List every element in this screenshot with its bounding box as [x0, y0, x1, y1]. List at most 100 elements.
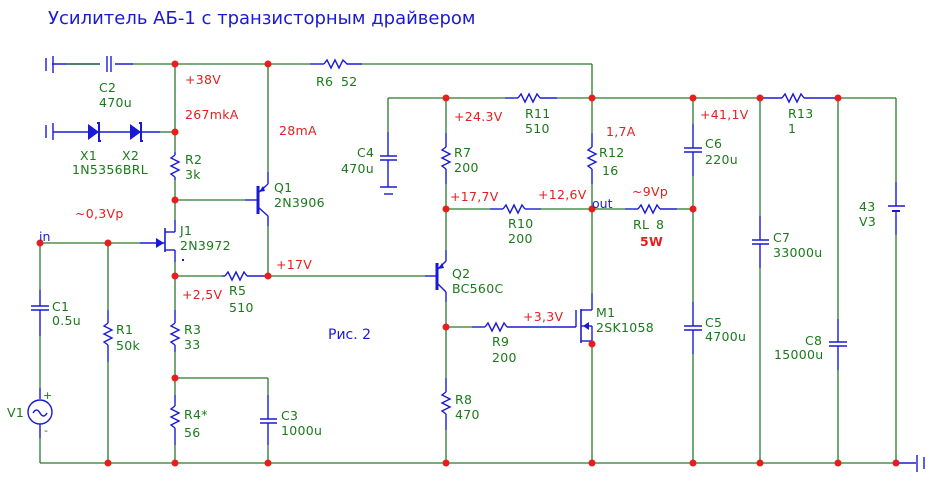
- annotation-v12-6: +12,6V: [538, 187, 587, 202]
- junction: [171, 459, 179, 467]
- r5-ref: R5: [229, 283, 247, 298]
- junction: [689, 94, 697, 102]
- junction: [756, 459, 764, 467]
- zener-model: 1N5356BRL: [72, 162, 149, 177]
- junction: [834, 94, 842, 102]
- junction: [588, 340, 596, 348]
- mosfet-m1: [575, 293, 593, 344]
- j1-value: 2N3972: [180, 238, 231, 253]
- junction: [171, 272, 179, 280]
- junction: [756, 94, 764, 102]
- c6-value: 220u: [705, 152, 738, 167]
- annotation-v38: +38V: [185, 72, 222, 87]
- r12-ref: R12: [599, 145, 625, 160]
- r6-ref: R6: [316, 74, 334, 89]
- rl-value: 8: [656, 217, 665, 232]
- resistor-r9: [472, 321, 576, 333]
- junction: [264, 459, 272, 467]
- resistor-r8: [440, 378, 452, 430]
- capacitor-c6: [684, 124, 702, 176]
- annotation-vin-amplitude: ~0,3Vp: [75, 206, 124, 221]
- junction: [104, 239, 112, 247]
- annotation-vout-amplitude: ~9Vp: [632, 184, 669, 199]
- resistor-r2: [169, 152, 181, 180]
- c8-value: 15000u: [774, 347, 824, 362]
- resistor-rl: [625, 203, 677, 215]
- x2-ref: X2: [122, 148, 140, 163]
- junction: [588, 94, 596, 102]
- c8-ref: C8: [805, 333, 823, 348]
- capacitor-c7: [752, 216, 769, 268]
- r11-ref: R11: [525, 106, 551, 121]
- capacitor-c4: [380, 132, 397, 195]
- resistor-r1: [102, 310, 114, 362]
- resistor-r3: [169, 310, 181, 352]
- r1-ref: R1: [116, 322, 134, 337]
- figure-caption: Рис. 2: [328, 327, 372, 343]
- capacitor-c2: [106, 56, 112, 72]
- r2-value: 3k: [185, 167, 201, 182]
- junction: [892, 459, 900, 467]
- v1-ref: V1: [7, 405, 25, 420]
- j1-ref: J1: [180, 223, 193, 238]
- annotation-power: 5W: [640, 234, 664, 249]
- r7-value: 200: [454, 160, 479, 175]
- annotation-i28: 28mA: [279, 123, 317, 138]
- r8-ref: R8: [455, 392, 473, 407]
- resistor-r11: [505, 92, 557, 104]
- r3-value: 33: [184, 337, 201, 352]
- v1-minus: -: [44, 424, 49, 437]
- transistor-q1: [256, 172, 269, 226]
- c7-ref: C7: [773, 230, 791, 245]
- c6-ref: C6: [705, 136, 723, 151]
- r1-value: 50k: [116, 338, 141, 353]
- ground-terminal-top: [45, 56, 54, 73]
- resistor-r7: [440, 133, 452, 184]
- annotation-i1-7: 1,7A: [606, 124, 636, 139]
- q1-ref: Q1: [274, 180, 293, 195]
- rl-ref: RL: [633, 217, 650, 232]
- c1-value: 0.5u: [52, 313, 82, 328]
- resistor-r6: [310, 58, 362, 70]
- annotation-v41-1: +41,1V: [700, 107, 749, 122]
- c3-value: 1000u: [281, 423, 323, 438]
- r9-value: 200: [492, 350, 517, 365]
- r2-ref: R2: [185, 152, 203, 167]
- ground-terminal-right: [897, 455, 925, 472]
- junction: [171, 196, 179, 204]
- junction: [588, 459, 596, 467]
- annotation-v17-7: +17,7V: [450, 189, 499, 204]
- r13-value: 1: [788, 121, 797, 136]
- r4-value: 56: [184, 425, 201, 440]
- m1-ref: M1: [596, 305, 616, 320]
- junction: [442, 323, 450, 331]
- capacitor-c5: [684, 302, 702, 354]
- wire-top-rail: [52, 63, 593, 98]
- junction: [689, 459, 697, 467]
- ground-terminal-zener: [45, 123, 175, 140]
- q2-value: BC560C: [452, 281, 504, 296]
- r11-value: 510: [525, 121, 550, 136]
- junction: [834, 459, 842, 467]
- resistor-r12: [586, 133, 598, 184]
- m1-value: 2SK1058: [596, 320, 654, 335]
- junction: [588, 205, 596, 213]
- voltage-source-v1: [27, 388, 53, 438]
- junction: [442, 459, 450, 467]
- junction: [442, 205, 450, 213]
- c1-ref: C1: [52, 299, 70, 314]
- resistor-r5: [222, 270, 268, 282]
- r7-ref: R7: [454, 145, 472, 160]
- annotation-v2-5: +2,5V: [182, 287, 223, 302]
- net-label-in: in: [39, 229, 51, 244]
- c4-ref: C4: [357, 145, 375, 160]
- junction: [264, 272, 272, 280]
- r13-ref: R13: [788, 106, 814, 121]
- resistor-r10: [490, 203, 541, 215]
- transistor-q2: [435, 250, 447, 302]
- c2-value: 470u: [99, 95, 132, 110]
- c2-ref: C2: [99, 80, 117, 95]
- v1-plus: +: [43, 389, 53, 402]
- jfet-j1: [140, 220, 184, 262]
